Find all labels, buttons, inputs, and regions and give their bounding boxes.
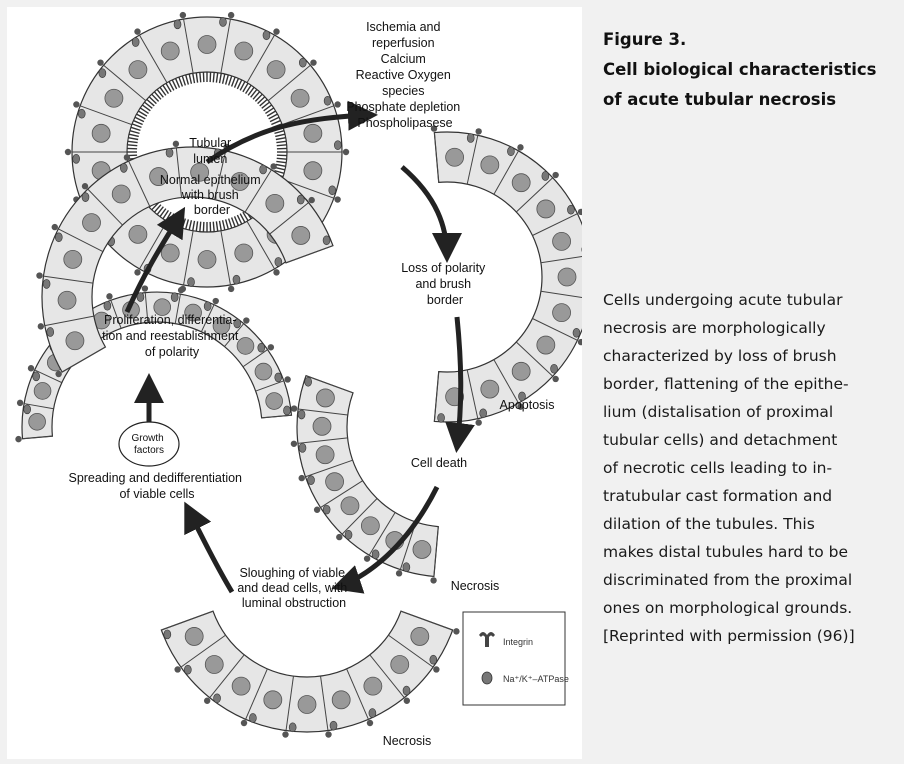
figure-number: Figure 3. [603,30,687,49]
growth-factors-bubble [118,421,180,467]
figure-title-line-1: Cell biological characteristics [603,60,877,79]
arrow-to-spreading [184,501,235,594]
caption-line: ones on morphological grounds. [603,599,853,617]
caption-line: lium (distalisation of proximal [603,403,834,421]
figure-title: Figure 3. Cell biological characteristic… [603,25,893,115]
label-growth-factors: Growth factors [131,433,166,456]
tubule-proliferation [36,140,334,378]
tubular-necrosis-diagram: Tubular lumen Normal epithelium with bru… [15,11,582,748]
tubule-polarity-loss [430,125,582,426]
illustration-panel: Tubular lumen Normal epithelium with bru… [7,7,582,759]
caption-line: [Reprinted with permission (96)] [603,627,855,645]
arrow-to-polarity-loss [400,165,462,263]
legend-atpase-label: Na⁺/K⁺–ATPase [503,674,569,684]
arrow-to-insult [205,100,378,165]
caption-line: Cells undergoing acute tubular [603,291,843,309]
label-proliferation: Proliferation, differentia- tion and ree… [102,313,242,359]
caption-line: border, flattening of the epithe- [603,375,849,393]
label-loss-of-polarity: Loss of polarity and brush border [401,261,489,307]
caption-line: makes distal tubules hard to be [603,543,849,561]
label-cell-death: Cell death [411,456,467,470]
arrow-to-sloughing [331,485,440,594]
caption-line: tubular cells) and detachment [603,431,838,449]
arrow-to-normal [124,206,186,314]
figure-title-line-2: of acute tubular necrosis [603,90,837,109]
label-necrosis-bottom: Necrosis [383,734,432,748]
label-necrosis-right: Necrosis [451,579,500,593]
tubule-sloughing [160,610,460,738]
caption-line: tratubular cast formation and [603,487,833,505]
caption-line: discriminated from the proximal [603,571,853,589]
legend-box [462,611,566,706]
caption-line: of necrotic cells leading to in- [603,459,833,477]
label-apoptosis: Apoptosis [500,398,555,412]
label-sloughing: Sloughing of viable and dead cells, with… [237,566,350,610]
label-insults: Ischemia and reperfusion Calcium Reactiv… [346,20,463,130]
label-spreading: Spreading and dedifferentiation of viabl… [68,471,245,501]
arrows [124,100,475,594]
label-normal-epithelium: Tubular lumen Normal epithelium with bru… [160,136,264,217]
tubule-cell-death [290,374,439,584]
integrin-icon [479,632,495,647]
figure-caption: Cells undergoing acute tubular necrosis … [603,286,899,650]
arrow-to-cell-death [445,316,475,453]
atpase-icon [481,671,493,685]
caption-line: dilation of the tubules. This [603,515,815,533]
caption-line: characterized by loss of brush [603,347,837,365]
legend-integrin-label: Integrin [503,637,533,647]
legend: Integrin Na⁺/K⁺–ATPase [462,611,569,706]
caption-line: necrosis are morphologically [603,319,826,337]
